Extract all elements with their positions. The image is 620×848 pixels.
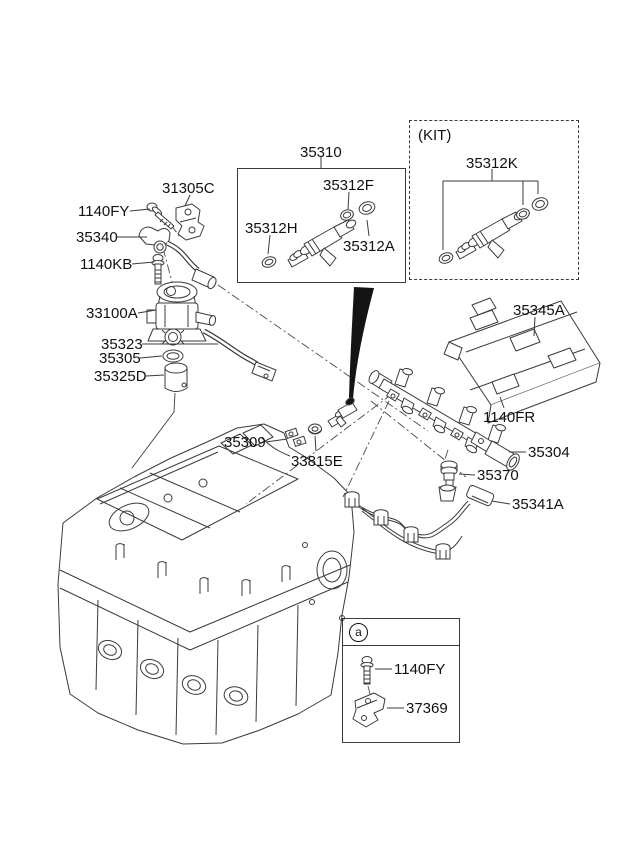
callout-35309[interactable]: 35309 <box>224 434 266 451</box>
injector-on-engine <box>327 397 358 428</box>
leader-lines <box>117 157 539 709</box>
callout-37369[interactable]: 37369 <box>406 700 448 717</box>
detail-marker-a: a <box>349 623 368 642</box>
injector-assembly-35310 <box>261 201 376 268</box>
clip-35309 <box>284 427 307 447</box>
detail-box-header: a <box>343 619 459 646</box>
engine-illustration <box>57 392 355 745</box>
seal-35305 <box>162 349 184 363</box>
pump-bracket-35340 <box>138 226 171 254</box>
callout-35312A[interactable]: 35312A <box>343 238 395 255</box>
callout-33815E[interactable]: 33815E <box>291 453 343 470</box>
rail-protector-35345A <box>443 297 601 424</box>
callout-1140KB[interactable]: 1140KB <box>80 256 133 273</box>
pressure-sensor-35370 <box>438 460 458 502</box>
kit-box-title: (KIT) <box>418 127 452 144</box>
fuel-rail <box>368 366 520 471</box>
callout-1140FR[interactable]: 1140FR <box>483 409 536 426</box>
callout-35341A[interactable]: 35341A <box>512 496 564 513</box>
callout-35345A[interactable]: 35345A <box>513 302 565 319</box>
callout-31305C[interactable]: 31305C <box>162 180 215 197</box>
callout-35312F[interactable]: 35312F <box>323 177 374 194</box>
injector-detail-box <box>237 168 406 283</box>
bolt-1140FY-detail <box>360 656 374 685</box>
callout-35312K[interactable]: 35312K <box>466 155 518 172</box>
pump-outlet-pipe <box>165 240 217 290</box>
bolt-1140FY-top <box>146 202 175 230</box>
callout-1140FY[interactable]: 1140FY <box>78 203 130 220</box>
callout-35304[interactable]: 35304 <box>528 444 570 461</box>
callout-35323[interactable]: 35323 <box>101 336 143 353</box>
bracket-37369 <box>352 692 386 728</box>
callout-35340[interactable]: 35340 <box>76 229 118 246</box>
detail-box: a <box>342 618 460 743</box>
kit-box: (KIT) <box>409 120 579 280</box>
callout-35310[interactable]: 35310 <box>300 144 342 161</box>
fuel-feed-pipe-35323 <box>202 328 277 382</box>
high-pressure-pump <box>146 281 217 346</box>
injector-harness-35341A <box>344 484 495 560</box>
injector-kit-35312K <box>438 197 549 264</box>
high-pressure-pipe <box>349 287 374 399</box>
bolt-1140KB <box>151 254 165 285</box>
nut-33815E <box>308 423 322 435</box>
callout-35305[interactable]: 35305 <box>99 350 141 367</box>
callout-35325D[interactable]: 35325D <box>94 368 147 385</box>
callout-1140FY-detail[interactable]: 1140FY <box>394 661 446 678</box>
damper-35325D <box>164 362 188 392</box>
callout-35370[interactable]: 35370 <box>477 467 519 484</box>
callout-33100A[interactable]: 33100A <box>86 305 138 322</box>
callout-35312H[interactable]: 35312H <box>245 220 298 237</box>
bracket-31305C <box>175 203 205 241</box>
